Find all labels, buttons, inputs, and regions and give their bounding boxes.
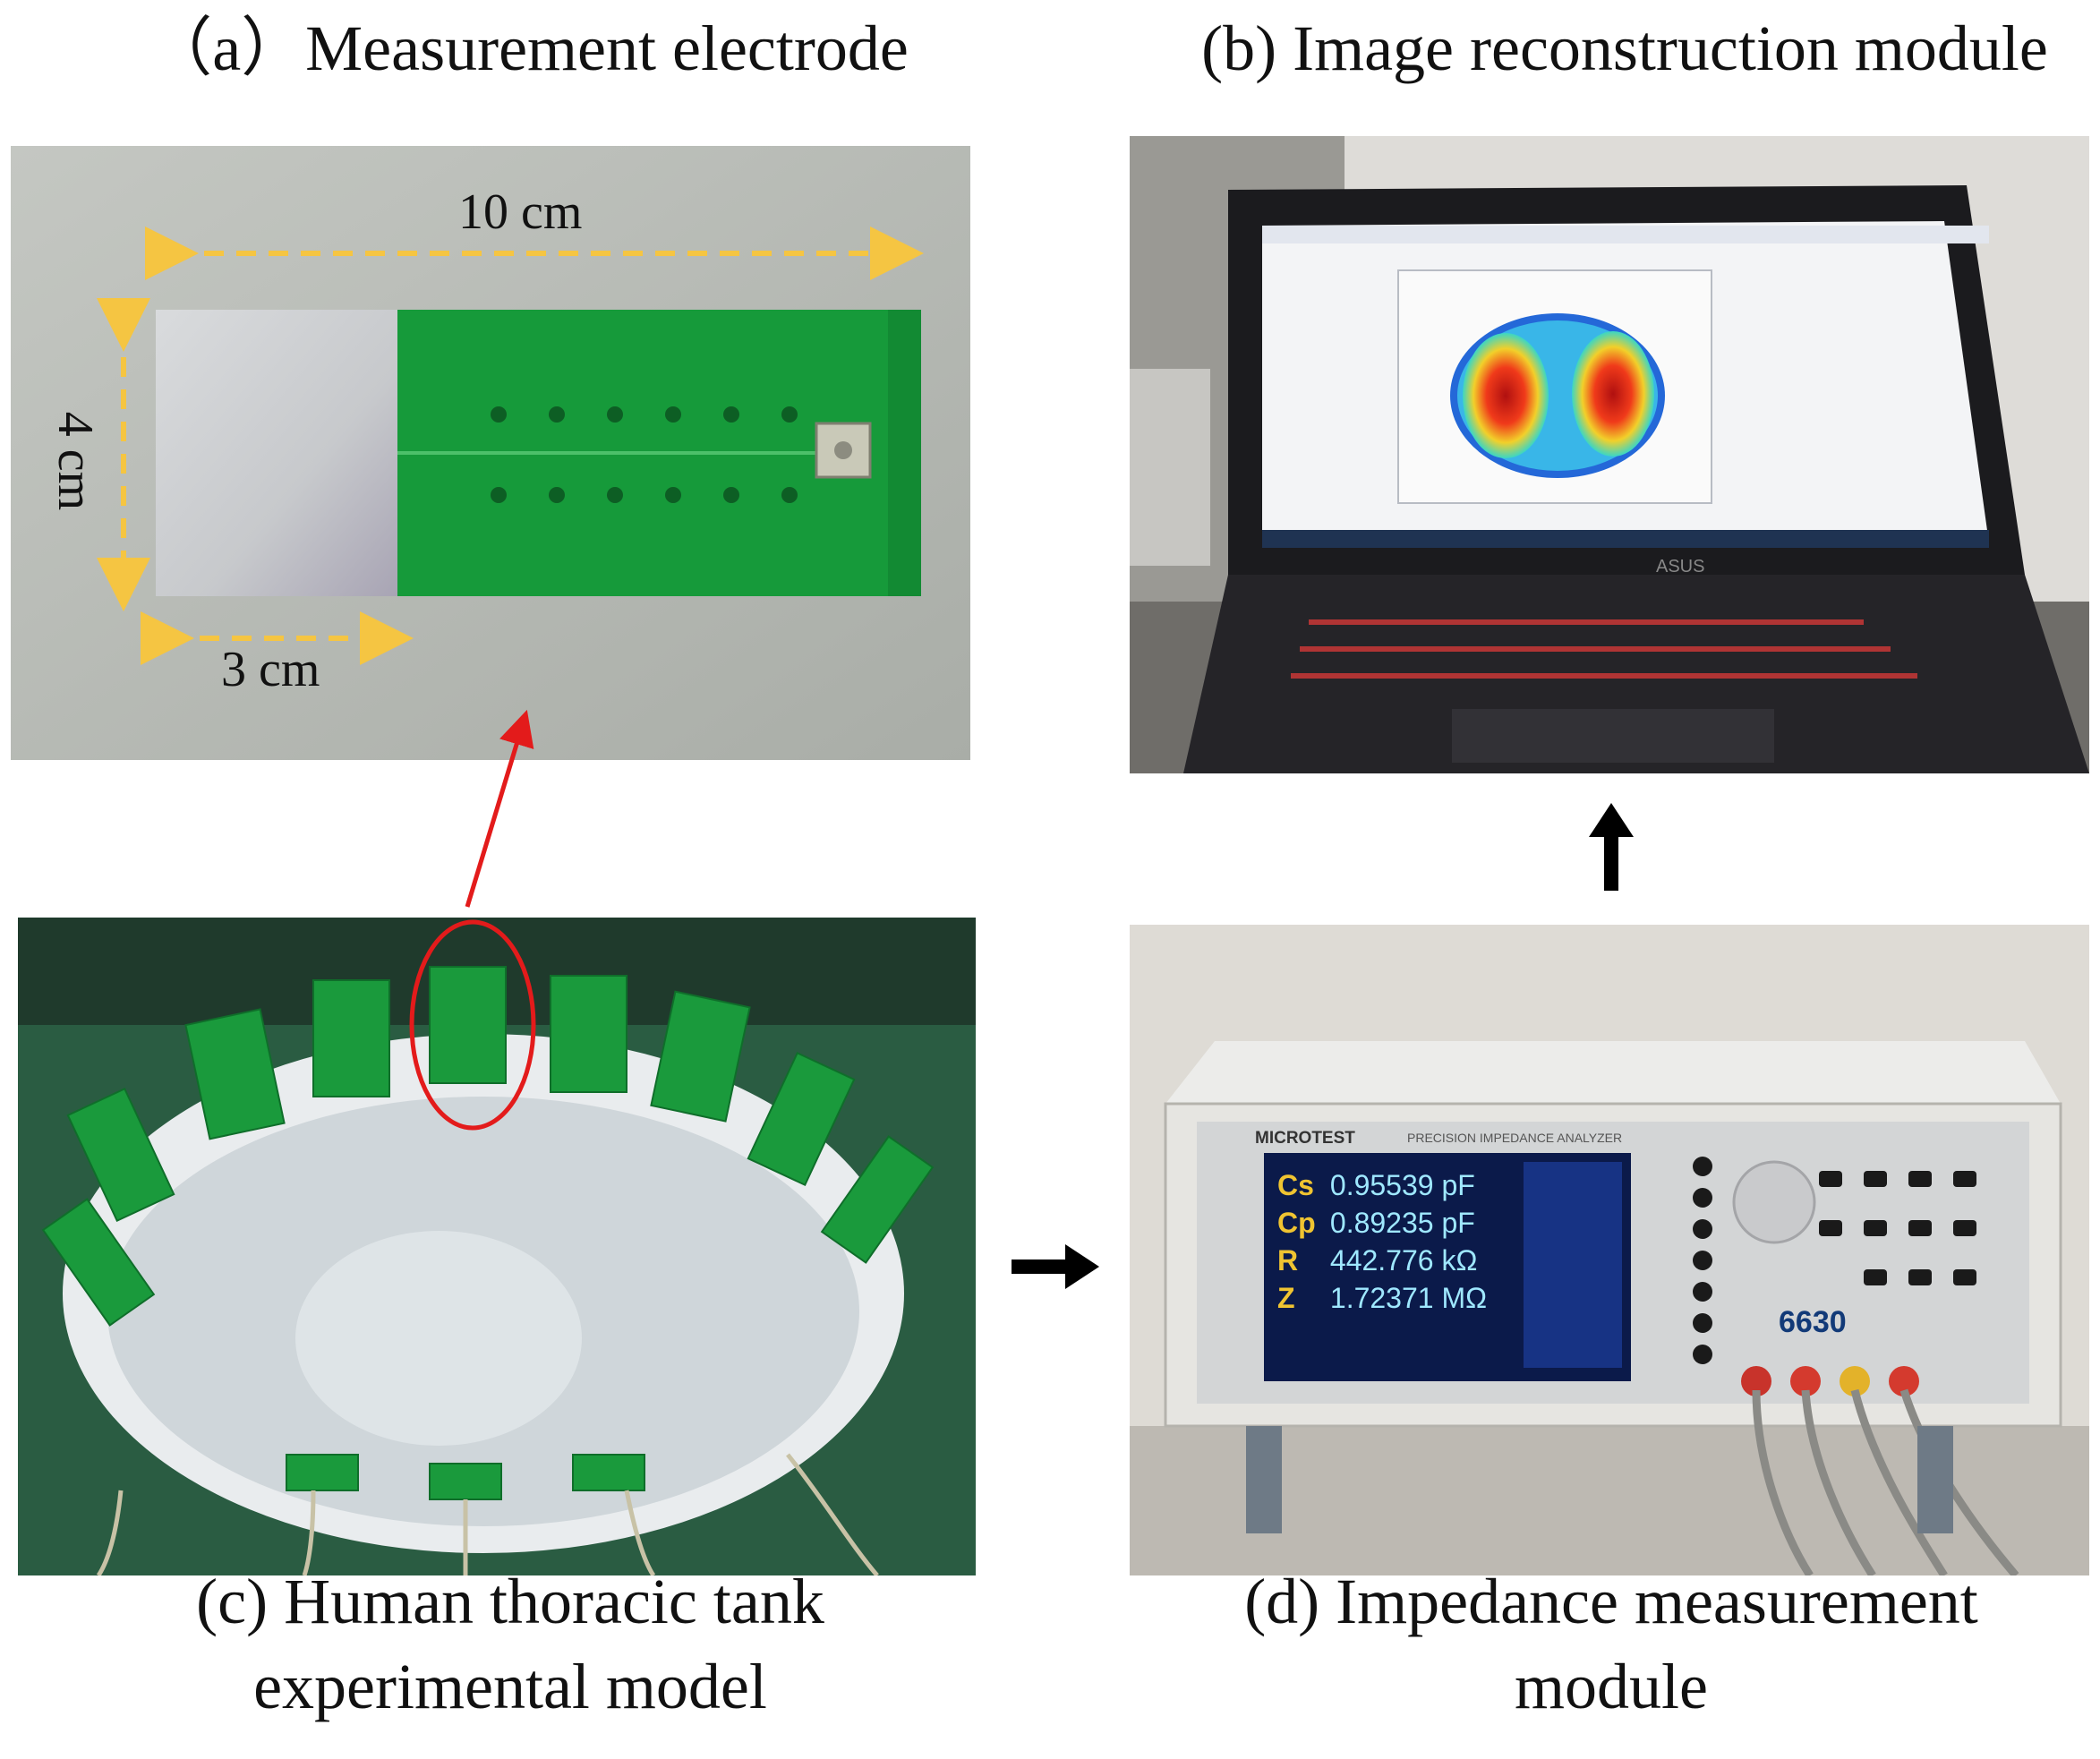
analyzer-model-number: 6630 [1779, 1305, 1847, 1339]
caption-d-line1: (d) Impedance measurement [1244, 1566, 1978, 1637]
caption-c-line2: experimental model [253, 1651, 767, 1722]
lcd-readings: Cs 0.95539 pF Cp 0.89235 pF R 442.776 kΩ… [1277, 1166, 1537, 1317]
caption-d-line2: module [1515, 1651, 1708, 1722]
photo-thoracic-tank [18, 918, 976, 1575]
caption-b: (b) Image reconstruction module [1201, 13, 2048, 84]
photo-impedance-analyzer: MICROTEST PRECISION IMPEDANCE ANALYZER 6… [1130, 925, 2089, 1575]
reading-value: 442.776 kΩ [1329, 1244, 1478, 1277]
reading-row: R 442.776 kΩ [1277, 1242, 1537, 1279]
reading-param: R [1277, 1244, 1299, 1277]
electrode-pad [156, 310, 397, 596]
reading-param: Cp [1277, 1207, 1316, 1239]
reading-row: Cs 0.95539 pF [1277, 1166, 1537, 1204]
pad-label: 3 cm [221, 642, 320, 697]
width-label: 4 cm [47, 411, 103, 511]
length-label: 10 cm [458, 184, 583, 240]
photo-image-reconstruction: ASUS [1130, 136, 2089, 773]
highlighted-electrode [429, 966, 507, 1084]
reading-value: 0.89235 pF [1329, 1207, 1475, 1239]
reading-param: Cs [1277, 1169, 1314, 1201]
analyzer-title: PRECISION IMPEDANCE ANALYZER [1407, 1131, 1623, 1145]
laptop-brand: ASUS [1656, 557, 1705, 576]
caption-a: （a）Measurement electrode [148, 13, 909, 84]
photo-measurement-electrode: 10 cm 4 cm 3 cm [11, 146, 970, 760]
arrow-right [1012, 1244, 1099, 1289]
analyzer-brand: MICROTEST [1255, 1129, 1355, 1148]
reading-value: 0.95539 pF [1329, 1169, 1475, 1201]
reading-value: 1.72371 MΩ [1329, 1282, 1488, 1314]
caption-c-line1: (c) Human thoracic tank [196, 1566, 824, 1637]
arrow-up [1589, 803, 1634, 891]
reading-row: Z 1.72371 MΩ [1277, 1279, 1537, 1317]
reading-row: Cp 0.89235 pF [1277, 1204, 1537, 1242]
reading-param: Z [1277, 1282, 1295, 1314]
